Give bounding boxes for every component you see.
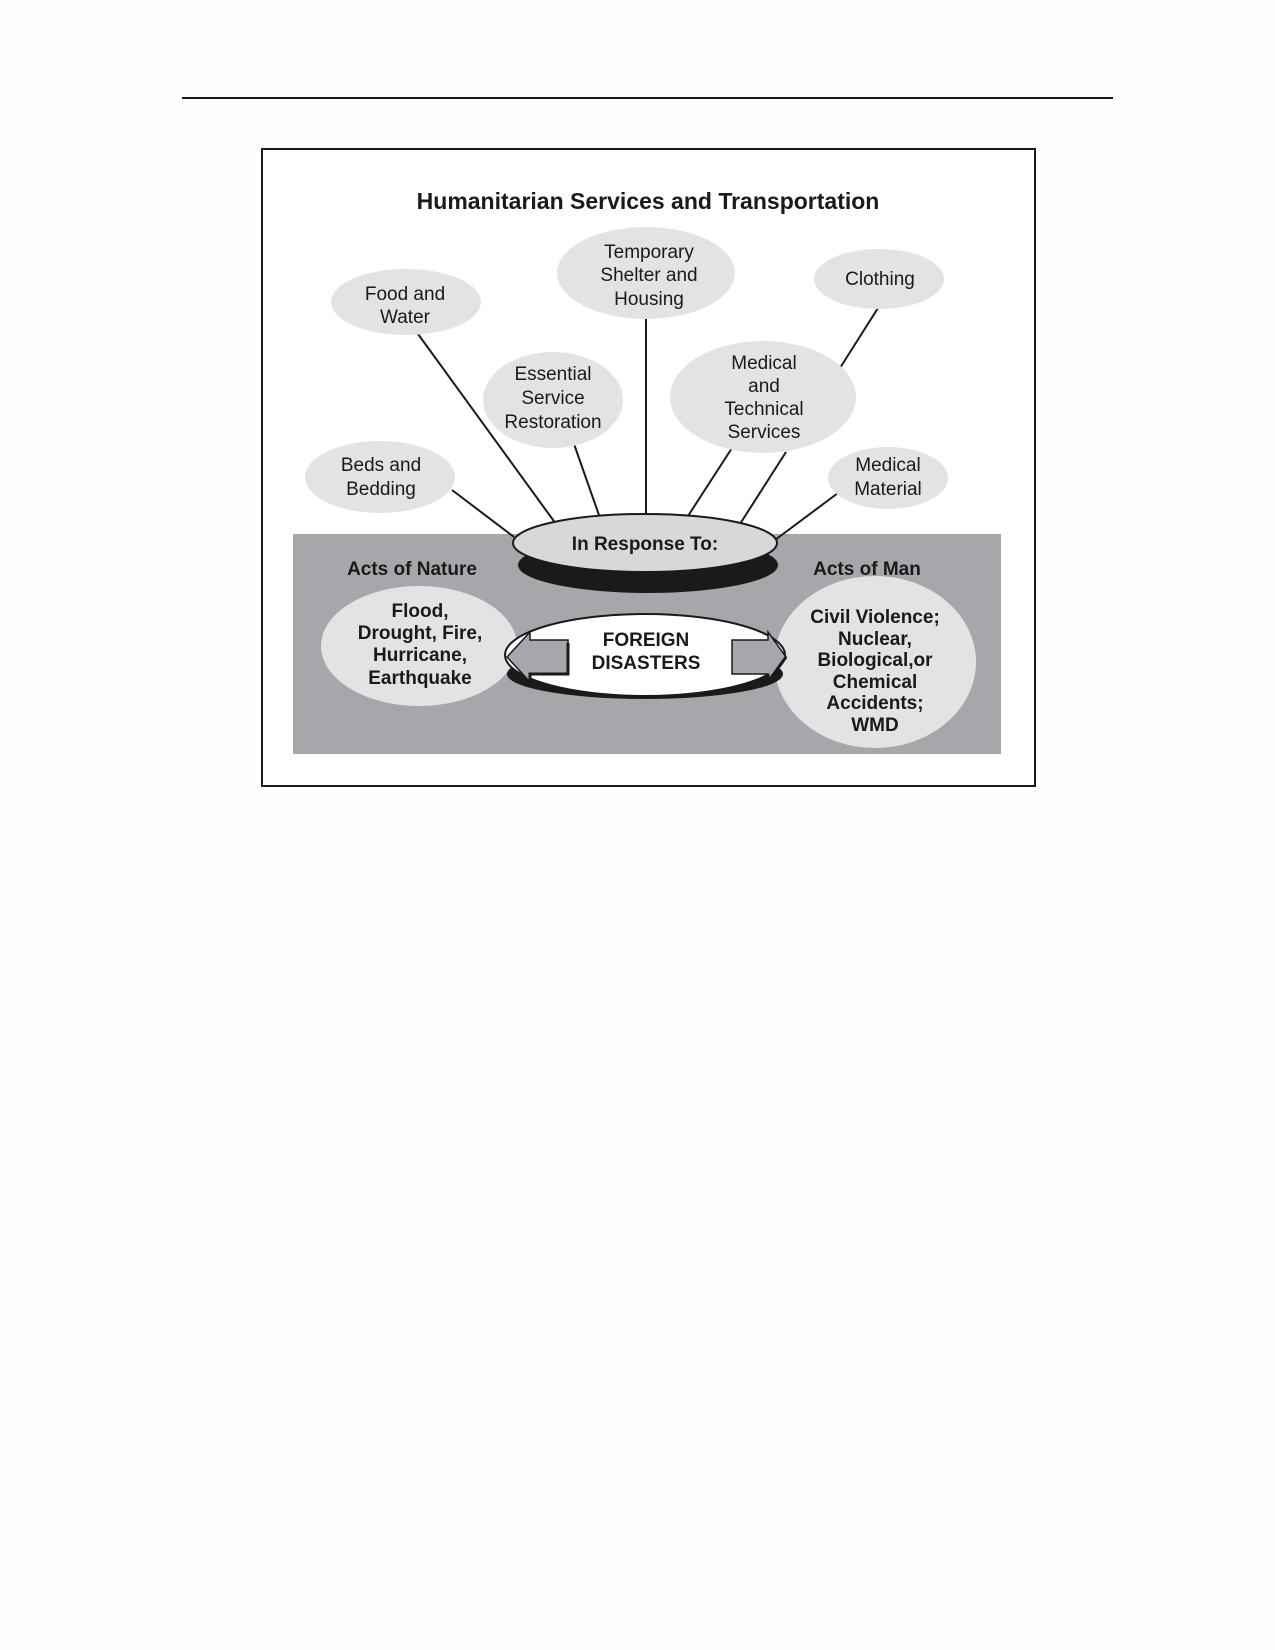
acts-of-man-heading: Acts of Man: [813, 559, 921, 580]
acts-of-nature-heading: Acts of Nature: [347, 559, 477, 580]
bubble-temporary-shelter: Temporary Shelter and Housing: [557, 227, 735, 319]
bubble-food-water-shape: [331, 269, 481, 335]
foreign-disasters-disk: FOREIGN DISASTERS: [504, 613, 788, 699]
bubble-food-water-line-1: Food and: [365, 284, 445, 305]
in-response-to-label: In Response To:: [572, 534, 718, 555]
connector-beds-bedding: [451, 489, 515, 538]
bubble-temporary-shelter-line-2: Shelter and: [600, 265, 697, 286]
bubble-medical-technical-shape: [670, 341, 856, 453]
in-response-to-disk-top: [512, 513, 778, 573]
acts-of-man-line-2: Nuclear,: [838, 629, 912, 650]
diagram-title: Humanitarian Services and Transportation: [417, 188, 880, 214]
bubble-essential-service-line-2: Service: [521, 388, 584, 409]
bubble-medical-material-shape: [828, 447, 948, 509]
bubble-essential-service-shape: [483, 352, 623, 448]
bubble-beds-bedding-shape: [305, 441, 455, 513]
connector-medical-technical-b: [739, 451, 787, 525]
connector-clothing: [839, 307, 879, 369]
bubble-clothing-line-1: Clothing: [845, 269, 915, 290]
foreign-disasters-line-1: FOREIGN: [603, 630, 690, 651]
acts-of-nature-line-3: Hurricane,: [373, 645, 467, 666]
bubble-medical-material-line-2: Material: [854, 479, 922, 500]
bubble-essential-service: Essential Service Restoration: [483, 352, 623, 448]
acts-of-man-line-3: Biological,or: [817, 650, 933, 671]
bubble-medical-material-line-1: Medical: [855, 455, 920, 476]
bubble-medical-technical-line-4: Services: [728, 422, 801, 443]
bubble-temporary-shelter-line-1: Temporary: [604, 242, 694, 263]
bubble-clothing: Clothing: [814, 249, 944, 309]
bubble-beds-bedding-line-2: Bedding: [346, 479, 416, 500]
bubble-medical-technical-line-1: Medical: [731, 353, 796, 374]
acts-of-man-line-4: Chemical: [833, 672, 917, 693]
bubble-essential-service-line-1: Essential: [514, 364, 591, 385]
connector-essential-service: [573, 443, 601, 519]
foreign-disasters-line-2: DISASTERS: [592, 653, 701, 674]
bubble-food-water: Food and Water: [331, 269, 481, 335]
bubble-beds-bedding: Beds and Bedding: [305, 441, 455, 513]
bubble-medical-material: Medical Material: [828, 447, 948, 509]
acts-of-nature-line-4: Earthquake: [368, 668, 471, 689]
connector-lines: [417, 307, 879, 541]
acts-of-nature-line-1: Flood,: [392, 601, 449, 622]
bubble-medical-technical-line-2: and: [748, 376, 780, 397]
bubble-food-water-line-2: Water: [380, 307, 431, 328]
bubble-beds-bedding-line-1: Beds and: [341, 455, 421, 476]
acts-of-nature-line-2: Drought, Fire,: [358, 623, 483, 644]
bubble-clothing-shape: [814, 249, 944, 309]
arrow-right-shadow: [766, 656, 788, 687]
connector-medical-technical-a: [687, 447, 733, 517]
page-header-rule: [182, 97, 1113, 99]
acts-of-man-bubble: Civil Violence; Nuclear, Biological,or C…: [774, 576, 976, 748]
acts-of-nature-bubble: Flood, Drought, Fire, Hurricane, Earthqu…: [321, 586, 517, 706]
acts-of-man-bubble-shape: [774, 576, 976, 748]
acts-of-man-line-1: Civil Violence;: [810, 607, 940, 628]
bubble-temporary-shelter-shape: [557, 227, 735, 319]
connector-food-water: [417, 333, 557, 525]
bubble-medical-technical-line-3: Technical: [724, 399, 803, 420]
arrow-left-shadow: [528, 643, 570, 682]
bubble-essential-service-line-3: Restoration: [504, 412, 601, 433]
acts-of-man-line-6: WMD: [851, 715, 898, 736]
connector-medical-material: [774, 492, 839, 541]
bubble-temporary-shelter-line-3: Housing: [614, 289, 684, 310]
acts-of-nature-bubble-shape: [321, 586, 517, 706]
in-response-to-disk: In Response To:: [512, 513, 778, 593]
acts-of-man-line-5: Accidents;: [826, 693, 923, 714]
bubble-medical-technical: Medical and Technical Services: [670, 341, 856, 453]
